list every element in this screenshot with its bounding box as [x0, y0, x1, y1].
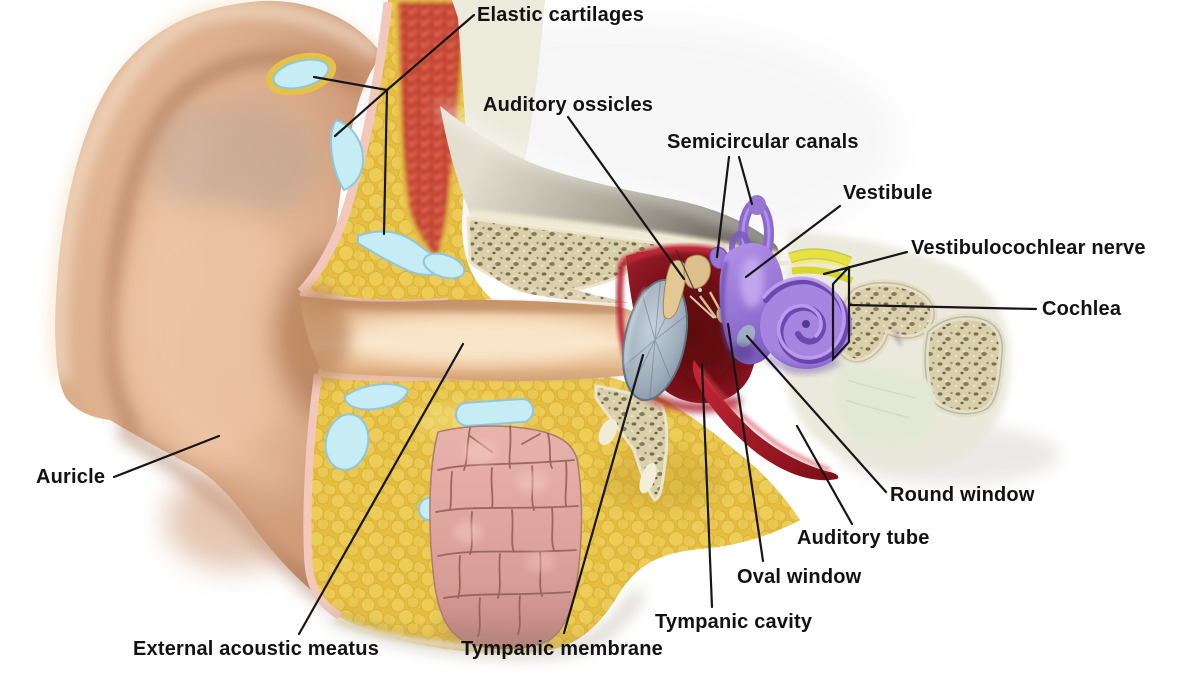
label-vestibulocochlear-nerve: Vestibulocochlear nerve — [911, 237, 1146, 259]
label-vestibule: Vestibule — [843, 182, 933, 204]
label-round-window: Round window — [890, 484, 1035, 506]
leader-round-window — [745, 334, 888, 494]
leader-vestibule — [744, 204, 842, 279]
leader-auricle — [112, 434, 221, 479]
leader-oval-window — [726, 322, 765, 563]
label-tympanic-cavity: Tympanic cavity — [655, 611, 813, 633]
leader-cochlea — [831, 265, 1038, 362]
leader-lines — [112, 13, 1038, 636]
label-auditory-ossicles: Auditory ossicles — [483, 94, 654, 116]
leader-tympanic-cavity — [700, 363, 714, 609]
label-cochlea: Cochlea — [1042, 298, 1122, 320]
leader-auditory-tube — [795, 424, 854, 526]
leader-auditory-ossicles — [566, 115, 686, 281]
label-external-acoustic-meatus: External acoustic meatus — [133, 638, 380, 660]
elastic-cartilage-pieces — [265, 52, 535, 521]
label-elastic-cartilages: Elastic cartilages — [477, 4, 645, 26]
leader-external-acoustic-meatus — [297, 342, 465, 636]
parotid-gland — [429, 425, 583, 650]
leader-vestibulocochlear-nerve — [822, 250, 909, 276]
vestibulocochlear-nerve-structure — [788, 248, 854, 285]
leader-elastic-cartilages — [312, 13, 476, 236]
label-tympanic-membrane: Tympanic membrane — [461, 638, 663, 660]
external-acoustic-meatus-canal — [286, 287, 652, 383]
label-semicircular-canals: Semicircular canals — [667, 131, 859, 153]
label-auditory-tube: Auditory tube — [797, 527, 930, 549]
auditory-tube — [692, 360, 839, 481]
label-auricle: Auricle — [36, 466, 106, 488]
leader-semicircular-canals — [715, 155, 754, 259]
leader-tympanic-membrane — [562, 353, 645, 635]
label-oval-window: Oval window — [737, 566, 862, 588]
